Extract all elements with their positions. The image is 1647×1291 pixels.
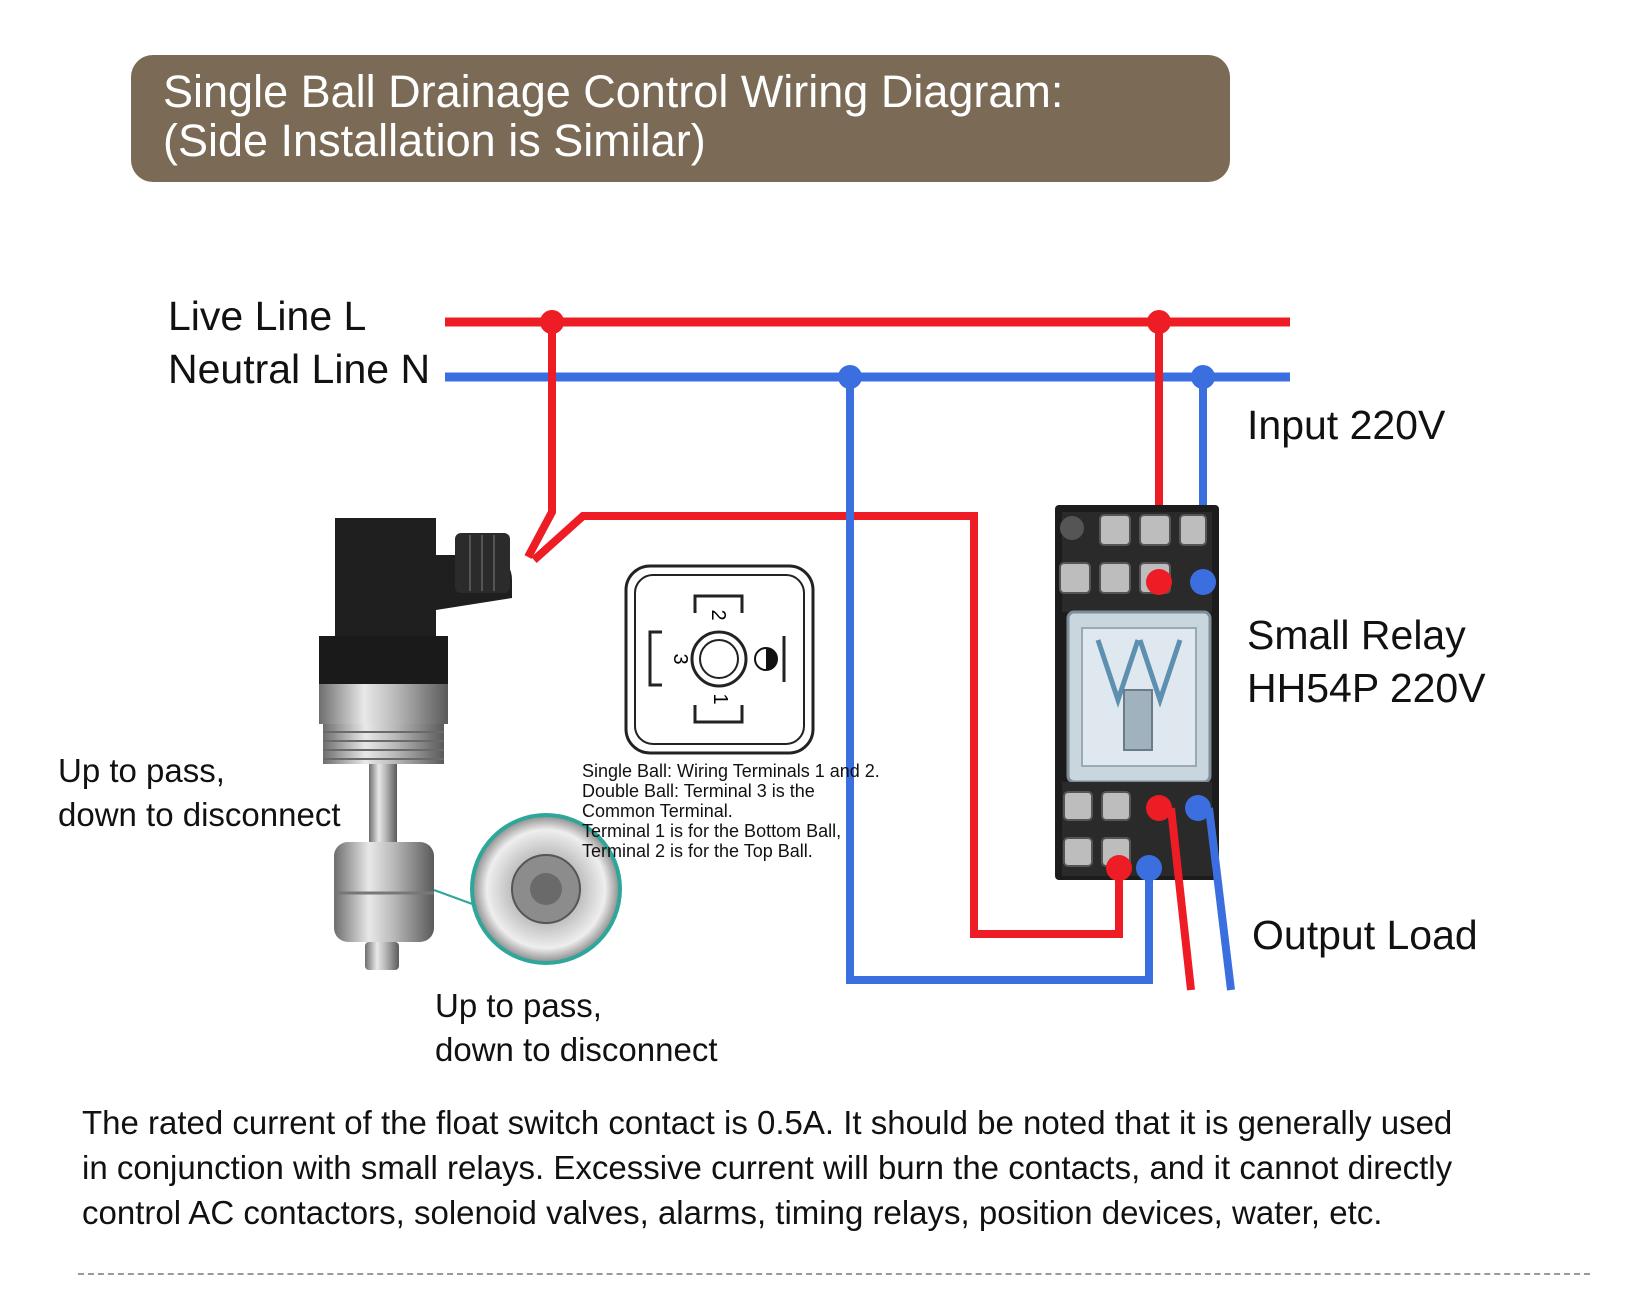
terminal-note-line: Double Ball: Terminal 3 is the [582, 781, 815, 801]
float-ball-detail [470, 813, 622, 965]
dashed-divider [78, 1273, 1590, 1275]
switch-return-wire [531, 512, 1123, 938]
title-banner: Single Ball Drainage Control Wiring Diag… [131, 55, 1230, 182]
output-load-live [1167, 807, 1195, 991]
pin-label-3: 3 [669, 653, 691, 664]
connector-pin-diagram: 2 3 1 [624, 564, 815, 755]
footer-line: control AC contactors, solenoid valves, … [82, 1194, 1383, 1231]
thread-section [323, 724, 444, 764]
terminal-note-line: Common Terminal. [582, 801, 733, 821]
junction-dots [540, 310, 1216, 881]
footer-paragraph: The rated current of the float switch co… [82, 1100, 1452, 1235]
input-voltage-label: Input 220V [1247, 402, 1446, 448]
relay-module [1066, 610, 1212, 784]
terminal-note: Single Ball: Wiring Terminals 1 and 2. D… [582, 761, 880, 861]
neutral-line-label: Neutral Line N [168, 346, 431, 392]
switch-note-left-1: Up to pass, [58, 752, 225, 789]
switch-note-bottom-2: down to disconnect [435, 1031, 718, 1068]
relay-name-label: Small Relay [1247, 612, 1466, 658]
terminal-note-line: Terminal 1 is for the Bottom Ball, [582, 821, 842, 841]
terminal-note-line: Single Ball: Wiring Terminals 1 and 2. [582, 761, 880, 781]
footer-line: The rated current of the float switch co… [82, 1104, 1453, 1141]
output-load-label: Output Load [1252, 912, 1478, 958]
float-switch [319, 518, 512, 970]
detail-leader-line [433, 889, 476, 906]
output-load-neutral [1205, 807, 1235, 991]
footer-line: in conjunction with small relays. Excess… [82, 1149, 1453, 1186]
title-line-2: (Side Installation is Similar) [163, 115, 706, 166]
live-line-label: Live Line L [168, 293, 367, 339]
switch-note-left-2: down to disconnect [58, 796, 341, 833]
pin-label-1: 1 [709, 693, 731, 704]
pin-label-2: 2 [707, 609, 729, 620]
title-line-1: Single Ball Drainage Control Wiring Diag… [163, 66, 1064, 117]
live-wire-to-switch [524, 322, 556, 559]
terminal-note-line: Terminal 2 is for the Top Ball. [582, 841, 813, 861]
neutral-wire-to-load [846, 377, 1153, 984]
switch-note-bottom-1: Up to pass, [435, 987, 602, 1024]
relay-model-label: HH54P 220V [1247, 665, 1486, 711]
relay-socket [1055, 505, 1219, 880]
